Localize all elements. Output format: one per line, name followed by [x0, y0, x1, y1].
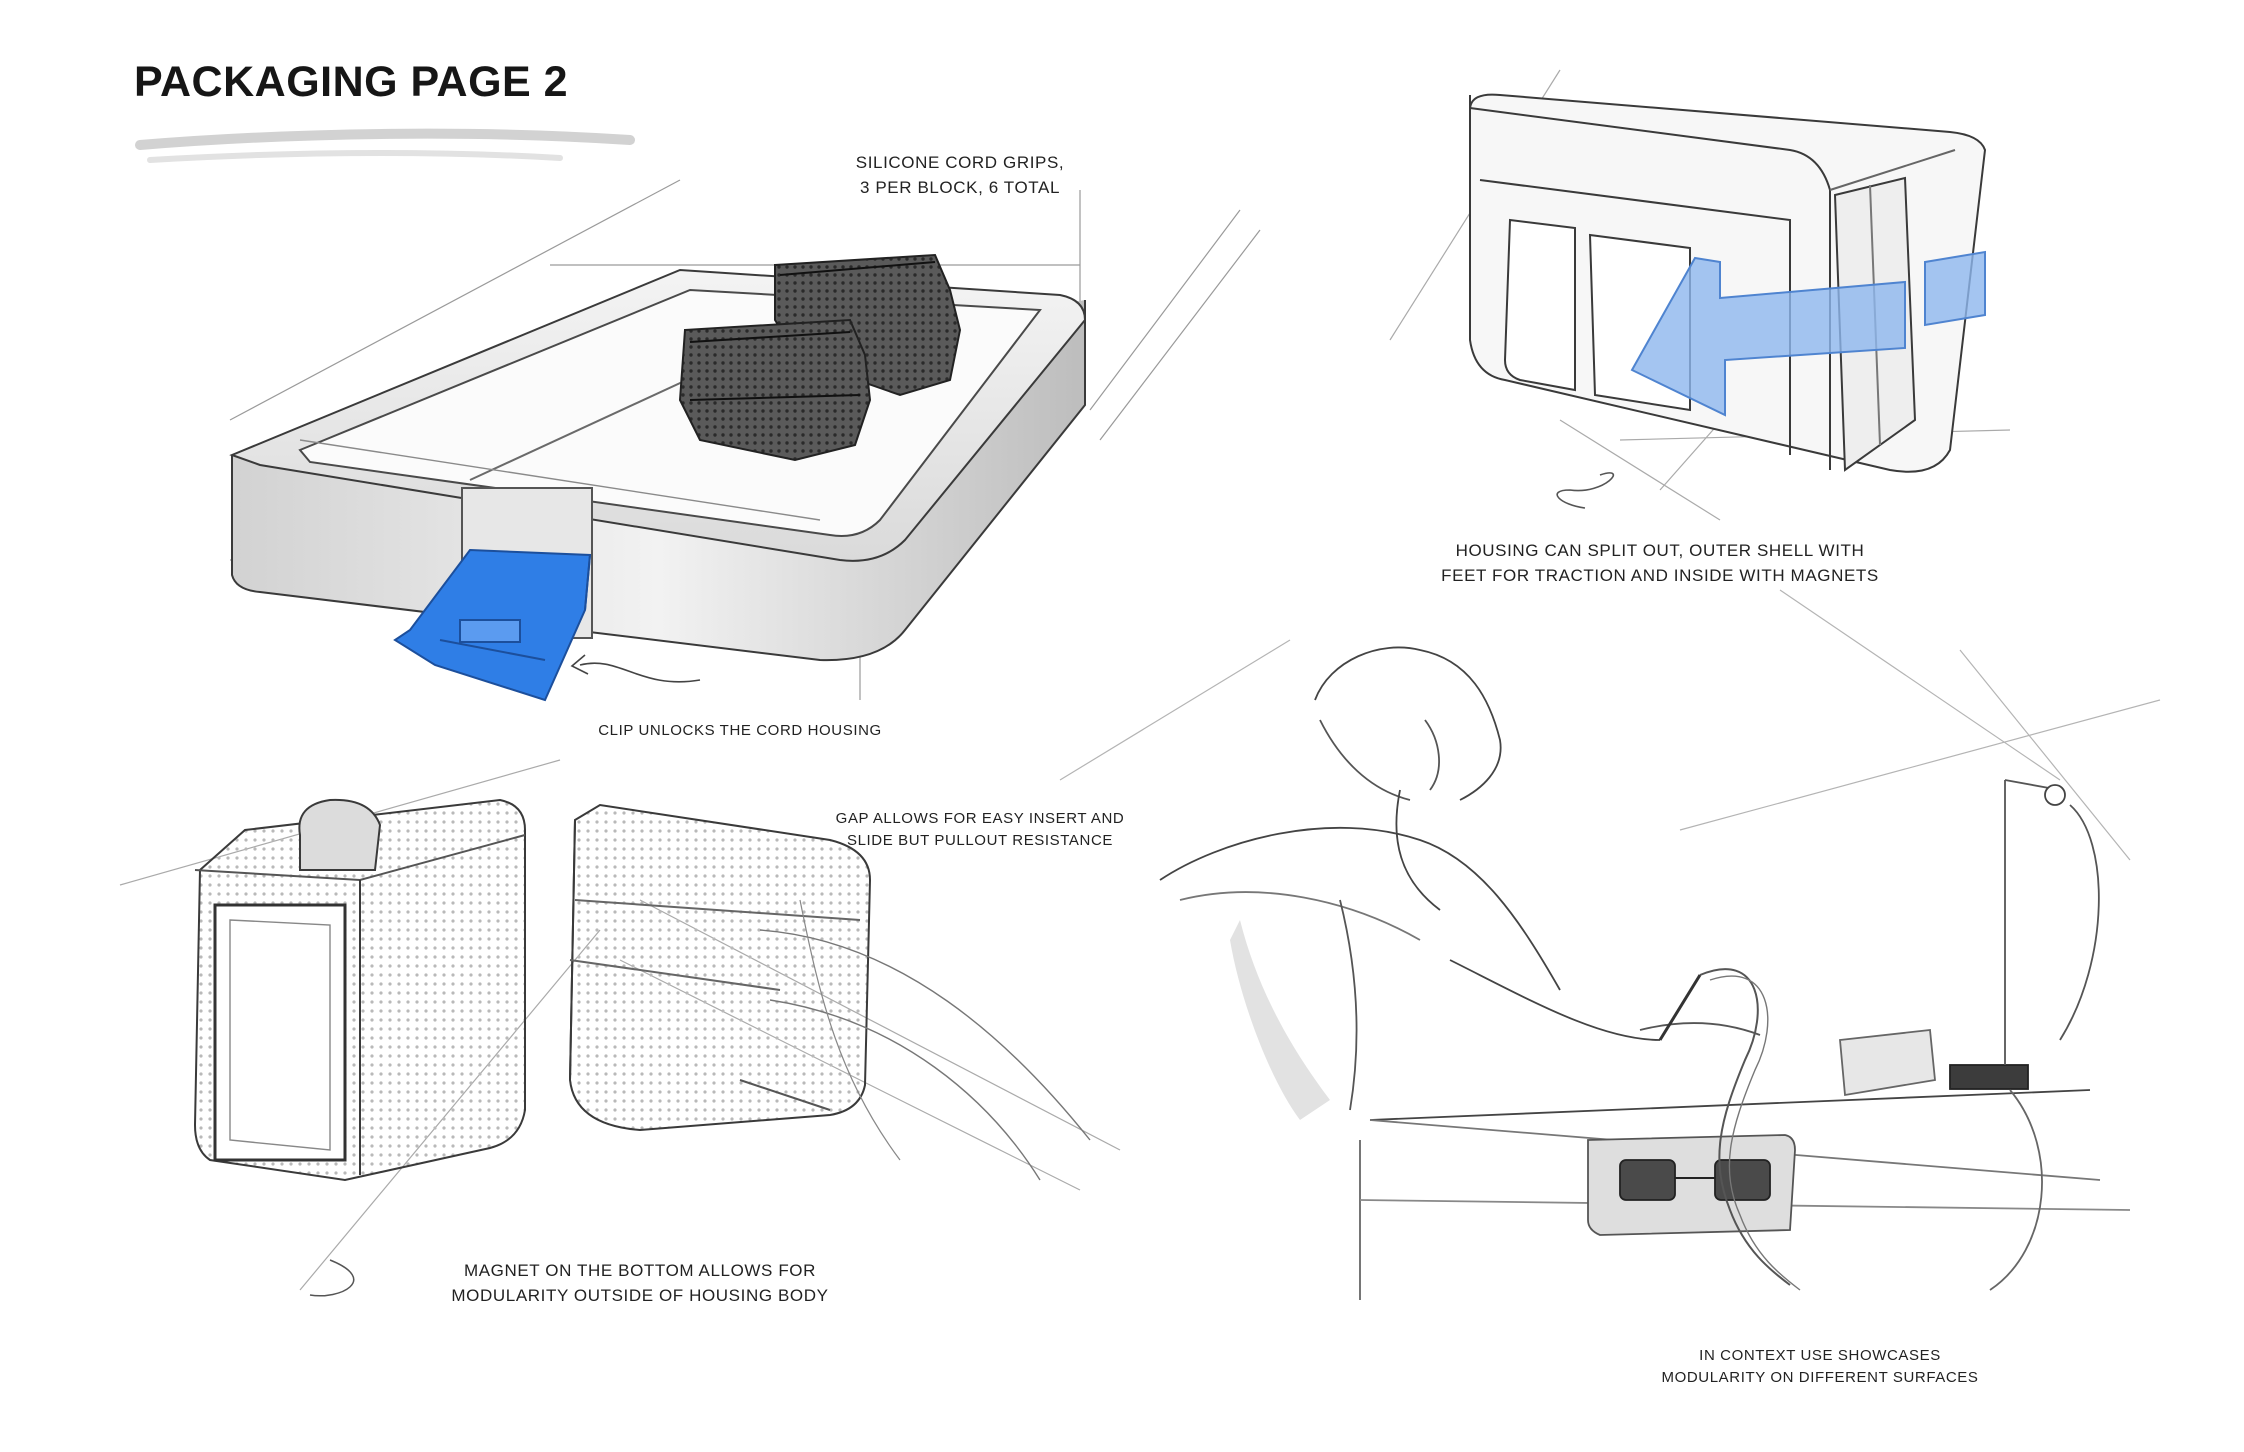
annotation-housing-split: HOUSING CAN SPLIT OUT, OUTER SHELL WITH …	[1400, 538, 1920, 588]
annotation-line: GAP ALLOWS FOR EASY INSERT AND	[835, 810, 1125, 827]
annotation-line: SILICONE CORD GRIPS,	[855, 153, 1065, 172]
housing-split-sketch	[1389, 69, 2011, 521]
annotation-line: CLIP UNLOCKS THE CORD HOUSING	[598, 722, 882, 739]
annotation-line: FEET FOR TRACTION AND INSIDE WITH MAGNET…	[1441, 566, 1879, 585]
title-brush-stroke	[135, 128, 635, 163]
annotation-context: IN CONTEXT USE SHOWCASES MODULARITY ON D…	[1630, 1345, 2010, 1389]
annotation-line: HOUSING CAN SPLIT OUT, OUTER SHELL WITH	[1455, 541, 1865, 560]
desk-mounted-housing	[1587, 1134, 1796, 1236]
annotation-line: 3 PER BLOCK, 6 TOTAL	[859, 178, 1061, 197]
page-title: PACKAGING PAGE 2	[134, 58, 569, 106]
annotation-line: MODULARITY ON DIFFERENT SURFACES	[1661, 1369, 1979, 1386]
magnet-block-sketch	[119, 759, 1121, 1297]
annotation-line: MODULARITY OUTSIDE OF HOUSING BODY	[451, 1286, 829, 1305]
annotation-magnet: MAGNET ON THE BOTTOM ALLOWS FOR MODULARI…	[420, 1258, 860, 1308]
cord-grip-block-front	[678, 318, 872, 462]
tray-with-cord-grips-sketch	[229, 179, 1261, 702]
split-direction-arrow	[1630, 250, 1986, 417]
in-context-use-sketch	[1059, 589, 2161, 1300]
annotation-cord-grips: SILICONE CORD GRIPS, 3 PER BLOCK, 6 TOTA…	[815, 150, 1105, 200]
blue-release-clip	[393, 548, 592, 702]
annotation-line: IN CONTEXT USE SHOWCASES	[1699, 1347, 1941, 1364]
annotation-line: MAGNET ON THE BOTTOM ALLOWS FOR	[463, 1261, 817, 1280]
annotation-clip: CLIP UNLOCKS THE CORD HOUSING	[560, 720, 920, 742]
annotation-gap: GAP ALLOWS FOR EASY INSERT AND SLIDE BUT…	[810, 808, 1150, 852]
annotation-line: SLIDE BUT PULLOUT RESISTANCE	[846, 832, 1114, 849]
